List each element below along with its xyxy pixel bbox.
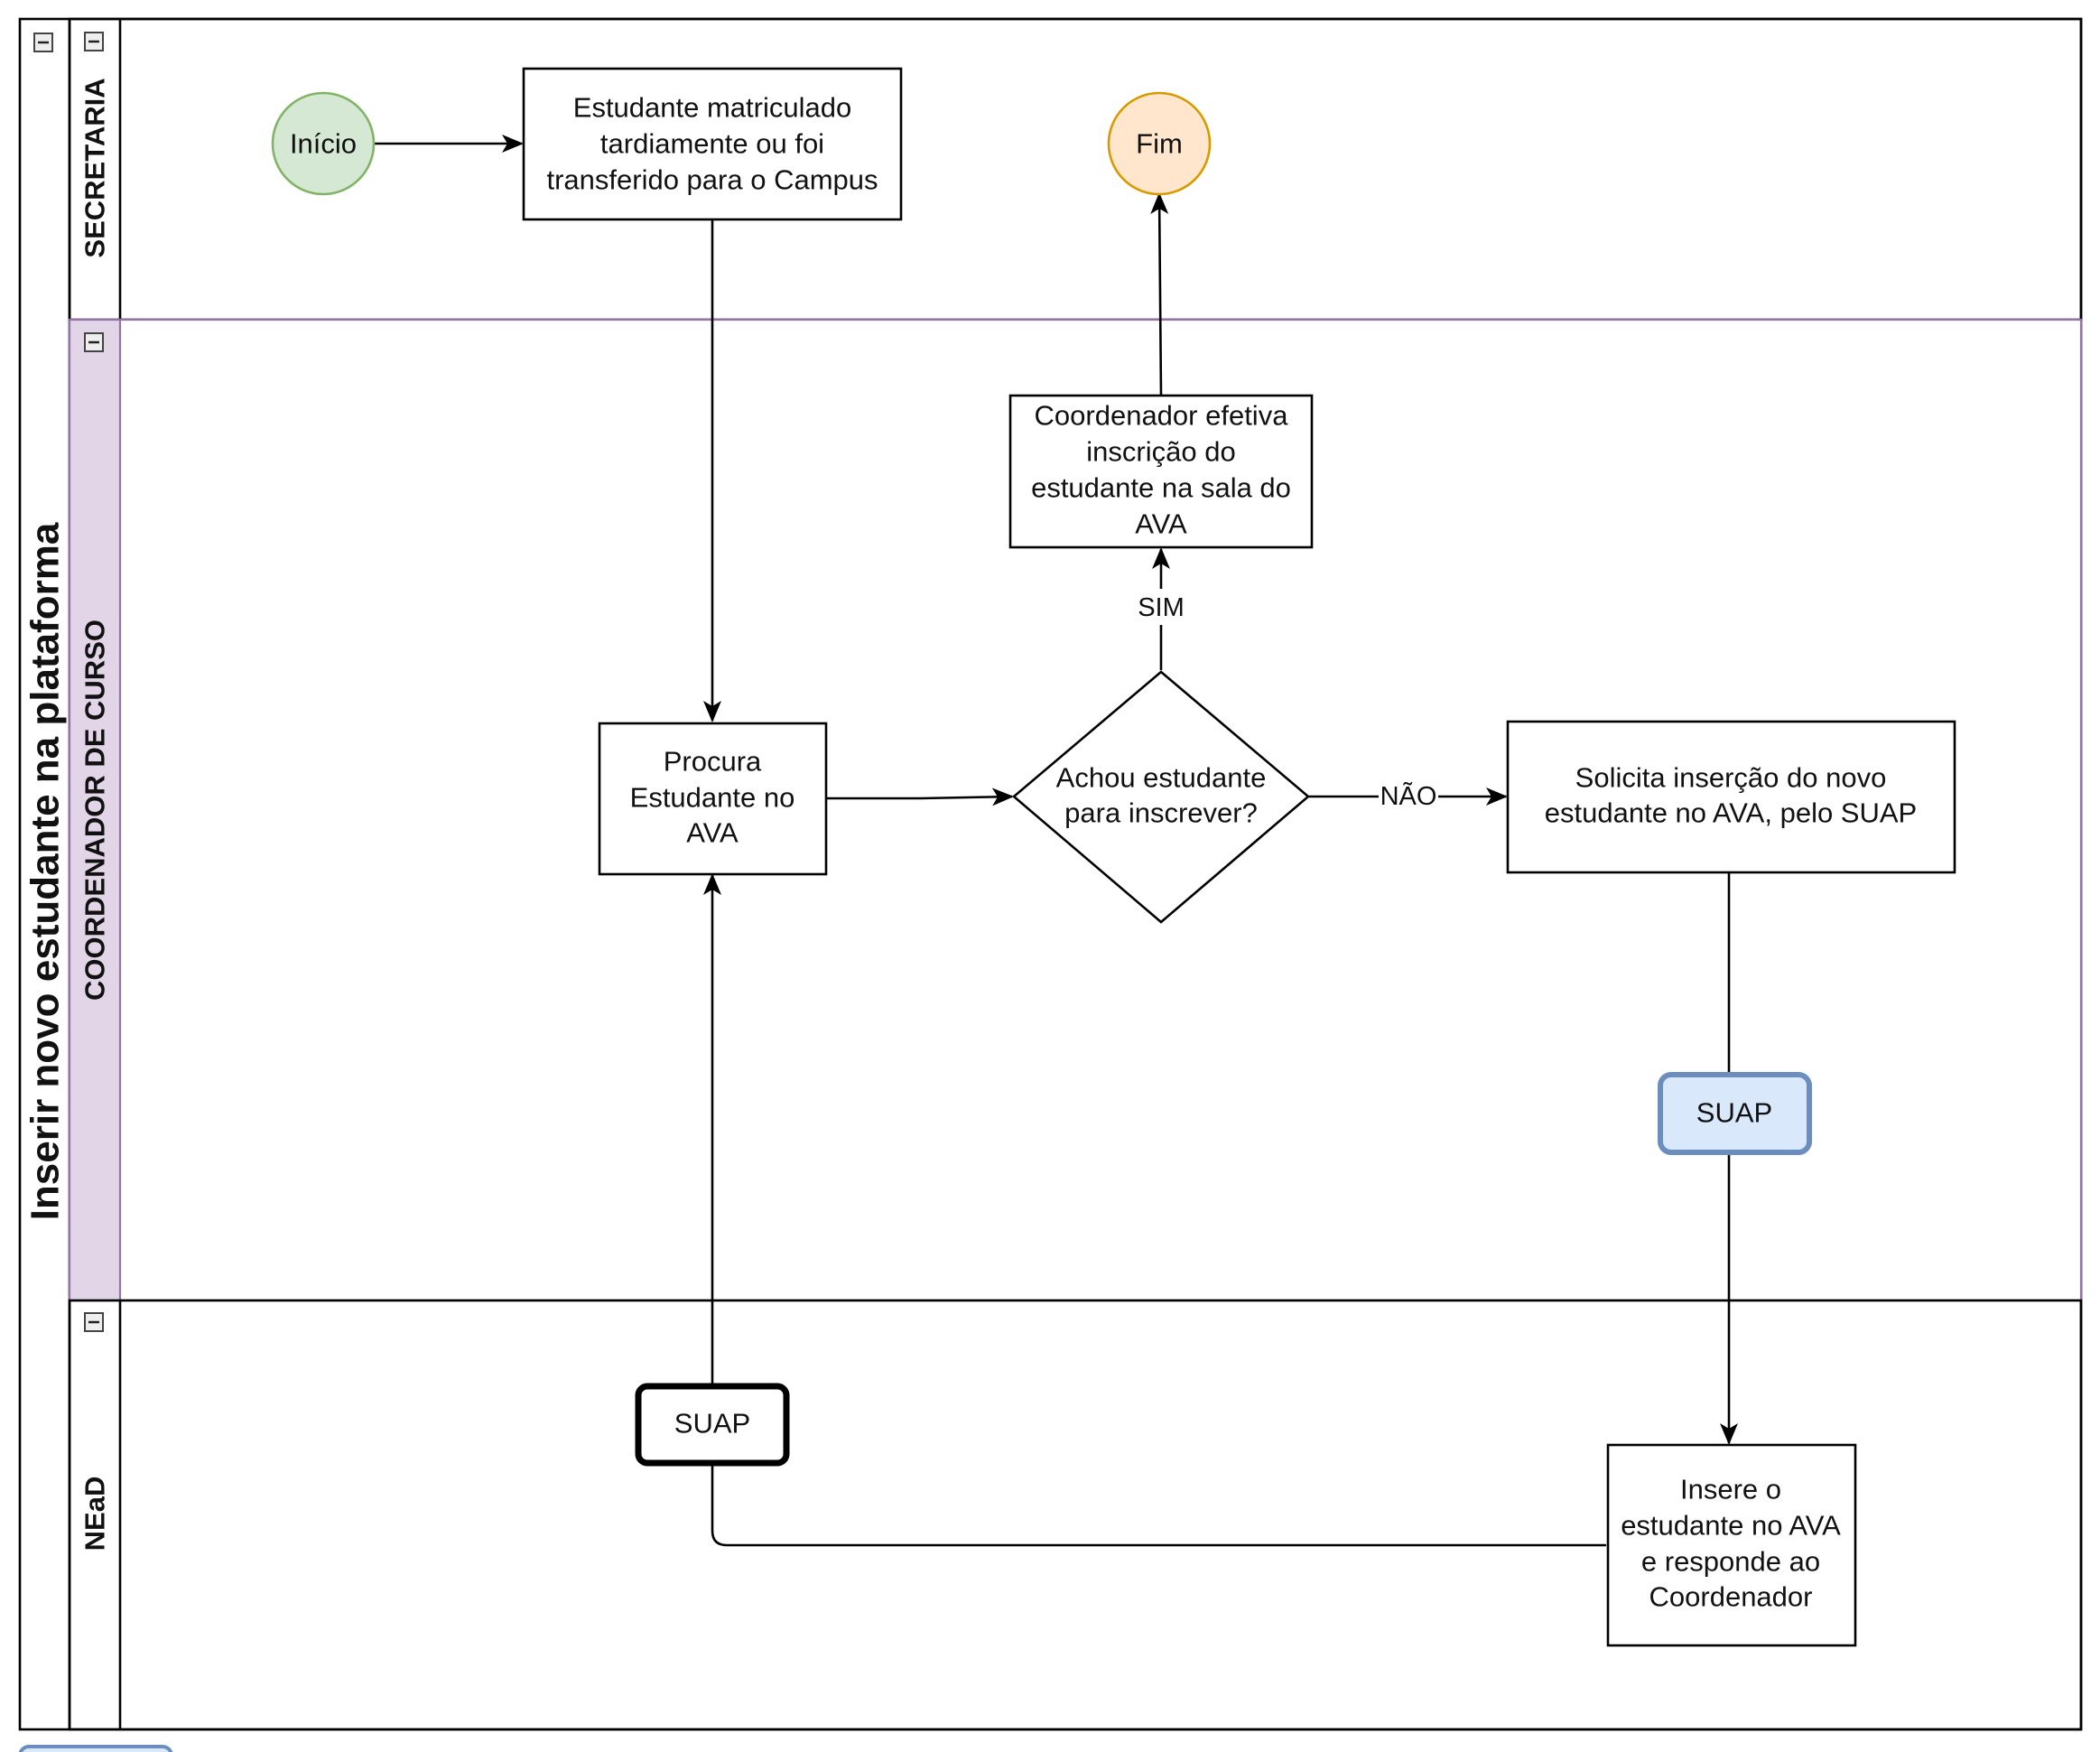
lane-title-nead: NEaD — [79, 1477, 111, 1552]
pool-title: Inserir novo estudante na plataforma — [23, 522, 68, 1220]
task-efetiva-line-2: inscrição do — [1086, 436, 1235, 468]
gateway-line-1: Achou estudante — [1056, 762, 1267, 794]
lane-coordenador-collapse-icon[interactable] — [84, 332, 104, 352]
edges — [374, 135, 1738, 1547]
task-estudante-matriculado[interactable]: Estudante matriculado tardiamente ou foi… — [522, 67, 903, 221]
edge-label-nao-group: NÃO — [1379, 778, 1438, 815]
task-solicita-insercao[interactable]: Solicita inserção do novo estudante no A… — [1506, 720, 1956, 874]
task-procura-line-2: Estudante no — [630, 782, 795, 814]
gateway-achou-estudante[interactable]: Achou estudante para inscrever? — [1011, 670, 1311, 924]
task-insere-line-2: estudante no AVA — [1621, 1510, 1841, 1542]
pool-collapse-icon[interactable] — [33, 33, 53, 52]
lane-nead: NEaD — [68, 1299, 2083, 1731]
edge-insere-suap — [711, 1463, 1606, 1547]
edge-efetiva-fim — [1150, 192, 1169, 396]
suap-node-nead[interactable]: SUAP — [635, 1383, 790, 1467]
edge-procura-decisao — [824, 787, 1014, 806]
task-matriculado-line-1: Estudante matriculado — [573, 92, 851, 124]
end-event[interactable]: Fim — [1107, 91, 1212, 196]
lane-title-secretaria: SECRETARIA — [79, 78, 111, 257]
task-matriculado-line-2: tardiamente ou foi — [600, 128, 824, 160]
suap-nead-label: SUAP — [674, 1408, 750, 1440]
edge-label-sim-group: SIM — [1134, 589, 1188, 625]
task-insere-estudante[interactable]: Insere o estudante no AVA e responde ao … — [1606, 1443, 1857, 1647]
lane-nead-collapse-icon[interactable] — [84, 1312, 104, 1332]
gateway-line-2: para inscrever? — [1064, 797, 1258, 829]
end-event-label: Fim — [1136, 128, 1183, 160]
task-procura-estudante[interactable]: Procura Estudante no AVA — [598, 722, 828, 876]
task-matriculado-line-3: transferido para o Campus — [546, 164, 878, 196]
start-event[interactable]: Início — [271, 91, 376, 196]
suap-node-coordenador[interactable]: SUAP — [1658, 1072, 1812, 1155]
task-efetiva-line-3: estudante na sala do — [1031, 472, 1291, 504]
task-efetiva-line-4: AVA — [1135, 508, 1187, 540]
lane-title-coordenador: COORDENADOR DE CURSO — [79, 620, 111, 1001]
lane-secretaria-collapse-icon[interactable] — [84, 32, 104, 51]
suap-coordenador-label: SUAP — [1696, 1097, 1772, 1129]
task-solicita-line-1: Solicita inserção do novo — [1575, 762, 1887, 794]
task-insere-line-1: Insere o — [1680, 1474, 1781, 1505]
start-event-label: Início — [290, 128, 357, 160]
task-procura-line-3: AVA — [686, 817, 739, 849]
edge-label-sim: SIM — [1138, 593, 1185, 622]
task-efetiva-line-1: Coordenador efetiva — [1035, 400, 1289, 432]
task-insere-line-4: Coordenador — [1649, 1581, 1813, 1613]
edge-label-nao: NÃO — [1380, 780, 1437, 811]
task-insere-line-3: e responde ao — [1641, 1546, 1820, 1578]
cropped-shape-fragment — [18, 1745, 173, 1752]
task-coordenador-efetiva[interactable]: Coordenador efetiva inscrição do estudan… — [1008, 394, 1314, 549]
task-procura-line-1: Procura — [664, 746, 762, 778]
task-solicita-line-2: estudante no AVA, pelo SUAP — [1545, 797, 1917, 829]
